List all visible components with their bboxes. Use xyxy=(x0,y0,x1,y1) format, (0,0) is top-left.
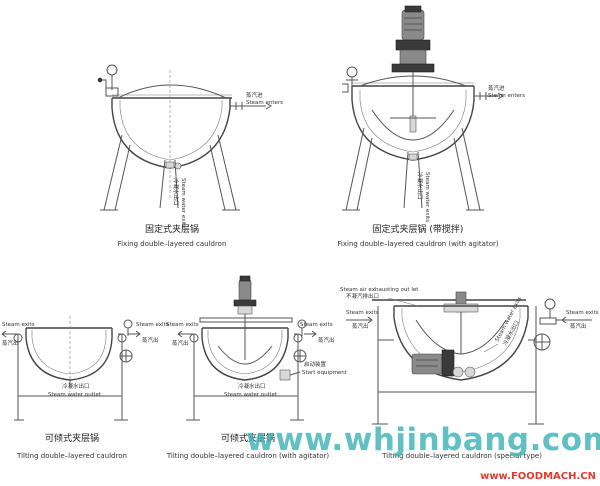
fig3-steam-water-outlet-cn: 冷凝水出口 xyxy=(62,382,90,390)
figure-fixing-cauldron-agitator xyxy=(342,5,504,211)
fig3-caption-cn: 可倾式夹层锅 xyxy=(45,432,99,444)
fig1-caption-cn: 固定式夹层锅 xyxy=(145,223,199,235)
fig4-steam-exits-left-cn: 蒸汽出 xyxy=(172,339,189,347)
fig2-steam-water-exits-cn: 冷凝水出口 xyxy=(416,172,424,200)
fig5-steam-exits-left-cn: 蒸汽出 xyxy=(352,322,369,330)
fig5-steam-air-exhausting-cn: 不凝汽排出口 xyxy=(346,292,379,300)
fig2-steam-water-exits-en: Steam water exits xyxy=(424,172,430,222)
fig4-start-equipment-en: Start equipment xyxy=(302,370,348,376)
fig4-steam-water-outlet-en: Steam water outlet xyxy=(224,392,278,398)
fig3-steam-exits-left-cn: 蒸汽出 xyxy=(2,339,19,347)
fig1-caption-en: Fixing double–layered cauldron xyxy=(118,240,227,248)
fig4-steam-exits-right-en: Steam exits xyxy=(300,322,333,328)
figure-tilting-cauldron-agitator xyxy=(177,275,317,421)
fig3-steam-exits-right-en: Steam exits xyxy=(136,322,169,328)
fig5-steam-exits-right-cn: 蒸汽出 xyxy=(570,322,587,330)
foodmach-watermark: www.FOODMACH.CN xyxy=(480,471,596,482)
fig3-caption-en: Tilting double–layered cauldron xyxy=(16,452,127,460)
fig4-steam-exits-right-cn: 蒸汽出 xyxy=(318,336,335,344)
fig4-steam-water-outlet-cn: 冷凝水出口 xyxy=(238,382,266,390)
fig5-steam-exits-left-en: Steam exits xyxy=(346,310,379,316)
fig1-steam-water-exits-en: Steam water exits xyxy=(180,178,186,228)
fig5-steam-air-exhausting-en: Steam air exhausting out let xyxy=(340,287,419,293)
figure-fixing-cauldron xyxy=(97,64,272,211)
figure-tilting-cauldron-special xyxy=(346,291,592,425)
fig1-steam-water-exits-cn: 冷凝水出口 xyxy=(172,178,180,206)
fig4-caption-en: Tilting double–layered cauldron (with ag… xyxy=(166,452,330,460)
fig3-steam-exits-left-en: Steam exits xyxy=(2,322,35,328)
fig2-steam-enters-en: Steam enters xyxy=(488,93,525,99)
fig2-steam-enters-cn: 蒸汽进 xyxy=(488,84,505,92)
site-watermark: www.whjinbang.com xyxy=(246,422,600,458)
fig1-steam-enters-en: Steam enters xyxy=(246,100,283,106)
fig3-steam-water-outlet-en: Steam water outlet xyxy=(48,392,102,398)
fig4-start-equipment-cn: 启动装置 xyxy=(304,360,327,368)
figure-tilting-cauldron xyxy=(1,316,141,421)
fig4-steam-exits-left-en: Steam exits xyxy=(166,322,199,328)
fig3-steam-exits-right-cn: 蒸汽出 xyxy=(142,336,159,344)
fig1-steam-enters-cn: 蒸汽进 xyxy=(246,91,263,99)
fig5-steam-exits-right-en: Steam exits xyxy=(566,310,599,316)
fig2-caption-en: Fixing double–layered cauldron (with agi… xyxy=(337,240,498,248)
fig4-caption-cn: 可倾式夹层锅 xyxy=(221,432,275,444)
fig5-caption-en: Tilting double–layered cauldron (special… xyxy=(381,452,542,460)
fig2-caption-cn: 固定式夹层锅 (带搅拌) xyxy=(373,223,464,235)
